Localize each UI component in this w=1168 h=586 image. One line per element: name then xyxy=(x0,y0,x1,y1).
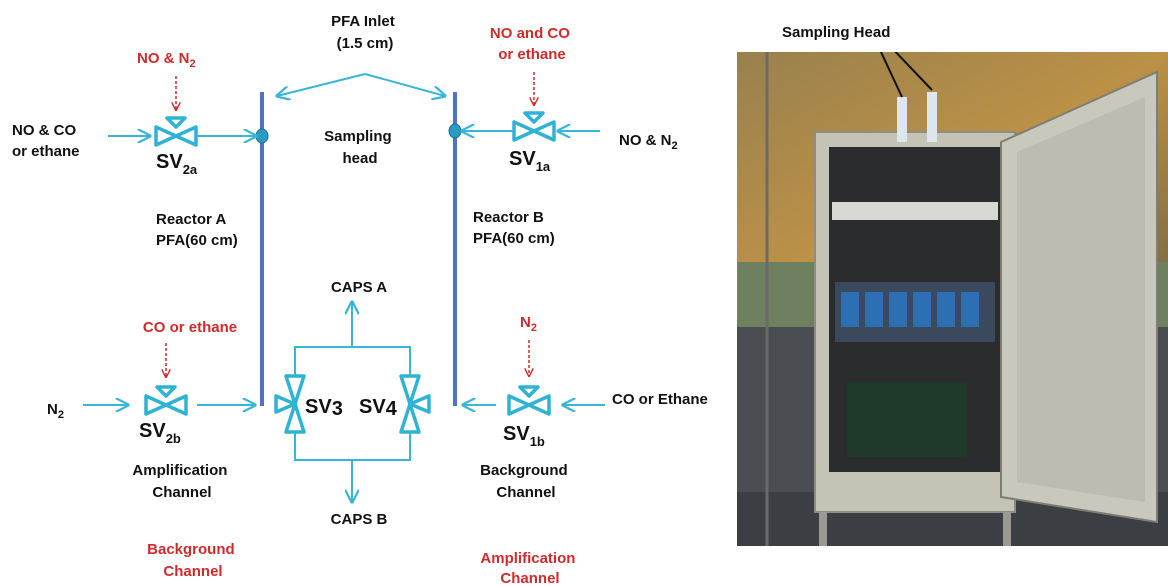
reactor-b-label: Reactor B PFA(60 cm) xyxy=(473,209,555,247)
gas-in-2b-label: N2 xyxy=(47,401,64,421)
sv3-text: SV xyxy=(305,396,332,418)
amplification-channel-line-1: Amplification xyxy=(132,462,227,479)
gas-in-1a-sub: 2 xyxy=(672,140,678,152)
sv4-text: SV xyxy=(359,396,386,418)
valve-sv1a xyxy=(514,113,554,140)
gas-in-2b-text: N xyxy=(47,401,58,418)
sv2b-text: SV xyxy=(139,420,166,442)
gas-in-1a-text: NO & N xyxy=(619,132,672,149)
sampling-head-line-1: Sampling xyxy=(324,128,392,145)
sv2b-label: SV2b xyxy=(139,420,181,446)
sv1a-sub: 1a xyxy=(536,159,551,174)
pfa-inlet-line-1: PFA Inlet xyxy=(331,13,395,30)
sampling-head-photo-label: Sampling Head xyxy=(782,24,890,41)
amplification-channel-alt-line-1: Amplification xyxy=(480,550,575,567)
injection-1a-line-2: or ethane xyxy=(498,46,566,63)
sampling-head-label: Sampling head xyxy=(324,128,396,167)
gas-in-1a-label: NO & N2 xyxy=(619,132,678,152)
cabinet-photo xyxy=(737,52,1168,546)
sv4-label: SV4 xyxy=(359,396,398,420)
reactor-b-line-1: Reactor B xyxy=(473,209,544,226)
pfa-inlet-label: PFA Inlet (1.5 cm) xyxy=(331,13,399,52)
sv1b-text: SV xyxy=(503,423,530,445)
sampling-head-line-2: head xyxy=(342,150,377,167)
inlet-arrow-left xyxy=(277,74,365,96)
gas-in-1b-label: CO or Ethane xyxy=(612,391,708,408)
injection-1b-text: N xyxy=(520,314,531,331)
caps-a-label: CAPS A xyxy=(331,279,387,296)
sv1a-text: SV xyxy=(509,148,536,170)
sv1b-sub: 1b xyxy=(530,434,545,449)
gas-in-2a-line-2: or ethane xyxy=(12,143,80,160)
flow-schematic: PFA Inlet (1.5 cm) Sampling head NO & CO… xyxy=(0,0,735,586)
reactor-a-label: Reactor A PFA(60 cm) xyxy=(156,211,238,249)
sv2a-text: SV xyxy=(156,151,183,173)
background-channel-alt-line-2: Channel xyxy=(163,563,222,580)
sv2b-sub: 2b xyxy=(166,431,181,446)
background-channel-line-2: Channel xyxy=(496,484,555,501)
background-channel-alt-line-1: Background xyxy=(147,541,235,558)
valve-sv2a xyxy=(156,118,196,145)
valve-sv2b xyxy=(146,387,186,414)
pfa-inlet-line-2: (1.5 cm) xyxy=(337,35,394,52)
injection-2a-text: NO & N xyxy=(137,50,190,67)
sv1b-label: SV1b xyxy=(503,423,545,449)
injection-1a-line-1: NO and CO xyxy=(490,25,570,42)
injection-1b-sub: 2 xyxy=(531,322,537,334)
injection-2a-sub: 2 xyxy=(190,58,196,70)
amplification-channel-line-2: Channel xyxy=(152,484,211,501)
caps-b-label: CAPS B xyxy=(331,511,388,528)
background-channel-label: Background Channel xyxy=(480,462,572,501)
valve-sv3 xyxy=(276,376,304,432)
sv1a-label: SV1a xyxy=(509,148,551,174)
injection-2b-label: CO or ethane xyxy=(143,319,237,336)
valve-sv4 xyxy=(401,376,429,432)
reactor-a-line-1: Reactor A xyxy=(156,211,226,228)
injection-2a-label: NO & N2 xyxy=(137,50,196,70)
inlet-arrow-right xyxy=(365,74,445,96)
injection-1b-label: N2 xyxy=(520,314,537,334)
sv2a-sub: 2a xyxy=(183,162,198,177)
junction-dot-a xyxy=(256,129,268,143)
amplification-channel-alt-label: Amplification Channel xyxy=(480,550,579,586)
background-channel-line-1: Background xyxy=(480,462,568,479)
gas-in-2b-sub: 2 xyxy=(58,409,64,421)
sv3-sub: 3 xyxy=(332,398,343,420)
amplification-channel-label: Amplification Channel xyxy=(132,462,231,501)
gas-in-2a-label: NO & CO or ethane xyxy=(12,122,80,160)
background-channel-alt-label: Background Channel xyxy=(147,541,239,580)
valve-sv1b xyxy=(509,387,549,414)
gas-in-2a-line-1: NO & CO xyxy=(12,122,77,139)
reactor-b-line-2: PFA(60 cm) xyxy=(473,230,555,247)
injection-1a-label: NO and CO or ethane xyxy=(490,25,574,63)
reactor-a-line-2: PFA(60 cm) xyxy=(156,232,238,249)
sv3-label: SV3 xyxy=(305,396,343,420)
sv4-sub: 4 xyxy=(386,398,398,420)
amplification-channel-alt-line-2: Channel xyxy=(500,570,559,586)
junction-dot-b xyxy=(449,124,461,138)
sv2a-label: SV2a xyxy=(156,151,198,177)
